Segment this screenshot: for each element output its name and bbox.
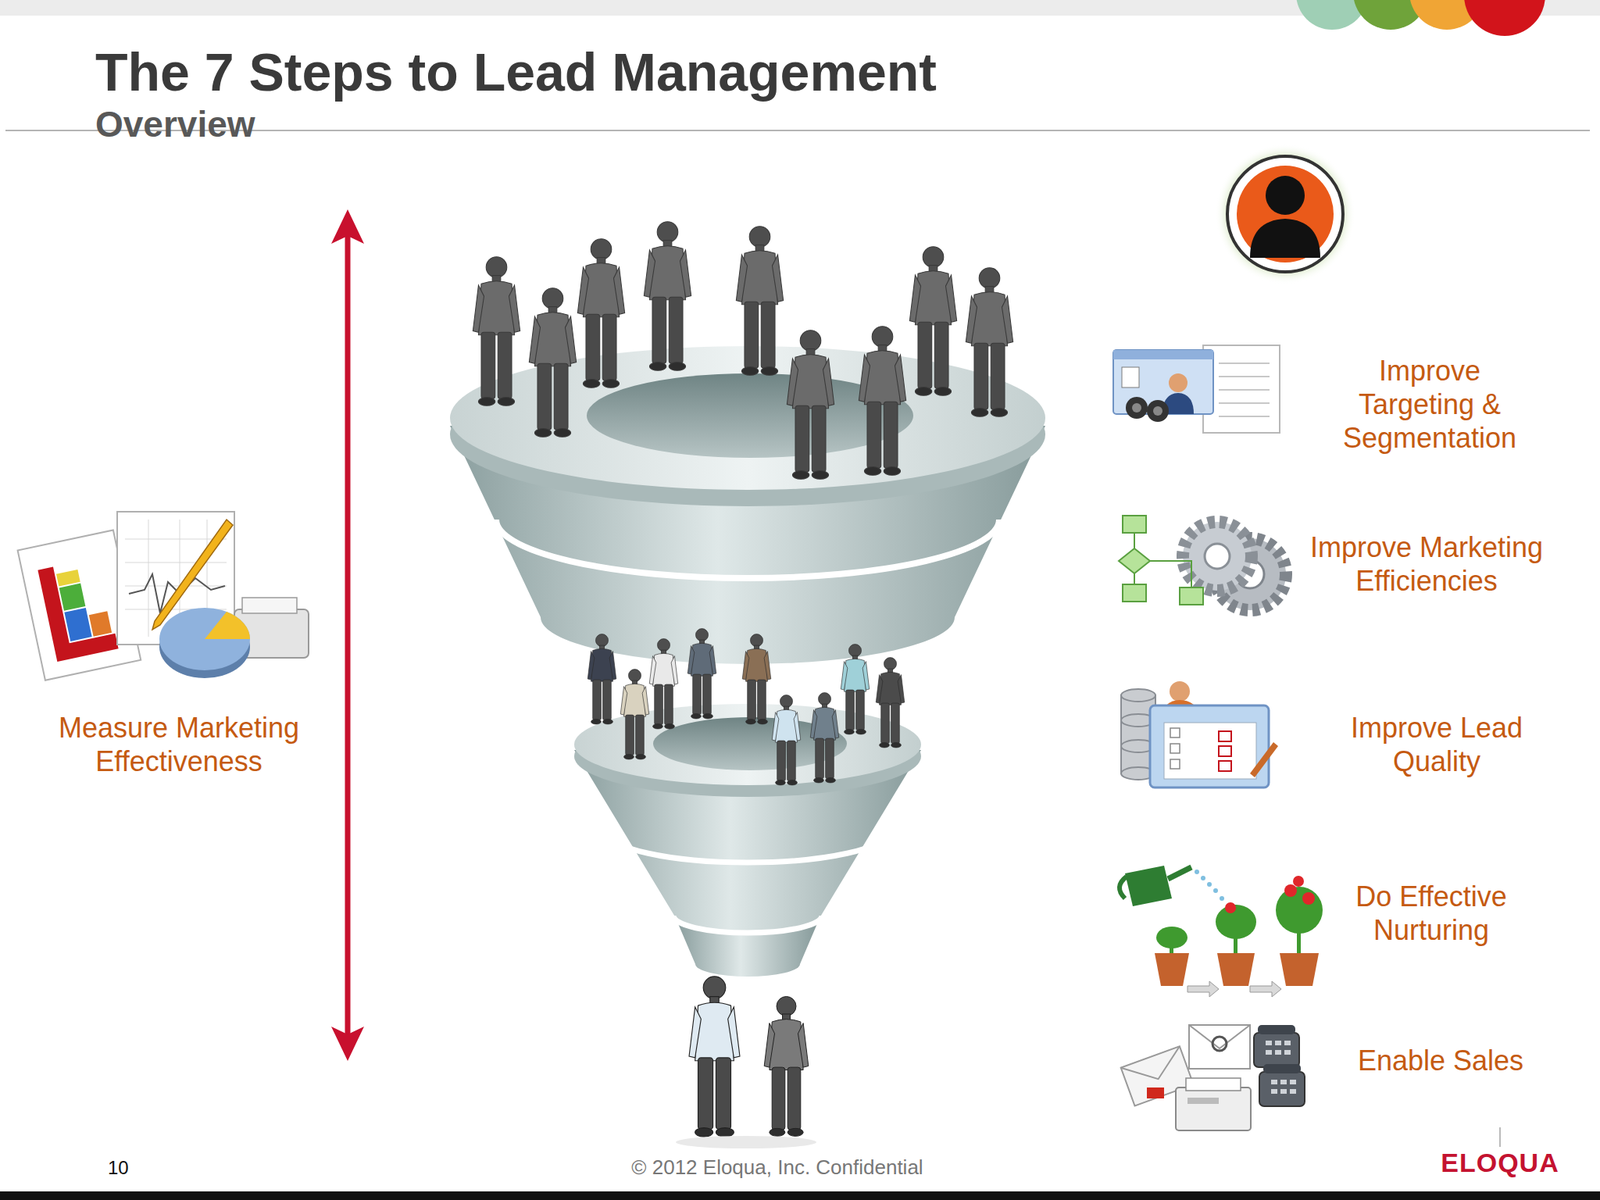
brand-circles [1296,0,1546,36]
step-label: Improve Lead Quality [1327,710,1547,779]
people-upper [472,221,1013,480]
nurturing-icon [1119,865,1323,997]
people-bottom [675,976,817,1149]
page-number: 10 [107,1157,129,1179]
step-label: Improve Marketing Efficiencies [1285,530,1568,598]
step-label: Do Effective Nurturing [1321,879,1541,947]
subtitle: Overview [95,103,256,146]
sales-icon [1121,1025,1305,1131]
people-lower [587,628,904,786]
targeting-icon [1113,345,1280,433]
slide-title: The 7 Steps to Lead Management [95,40,937,104]
efficiency-icon [1118,515,1286,611]
company-logo: ELOQUA [1417,1146,1583,1179]
avatar-icon [1214,143,1356,285]
lead-quality-icon [1121,681,1279,788]
bottom-bar [0,1191,1600,1200]
copyright-note: © 2012 Eloqua, Inc. Confidential [527,1155,1028,1180]
step-label: Measure Marketing Effectiveness [30,710,328,779]
step-label: Improve Targeting & Segmentation [1324,353,1536,455]
step-label: Enable Sales [1323,1043,1558,1078]
analytics-icon [17,511,309,681]
logo-rule [1499,1127,1501,1147]
double-arrow [331,209,365,1061]
